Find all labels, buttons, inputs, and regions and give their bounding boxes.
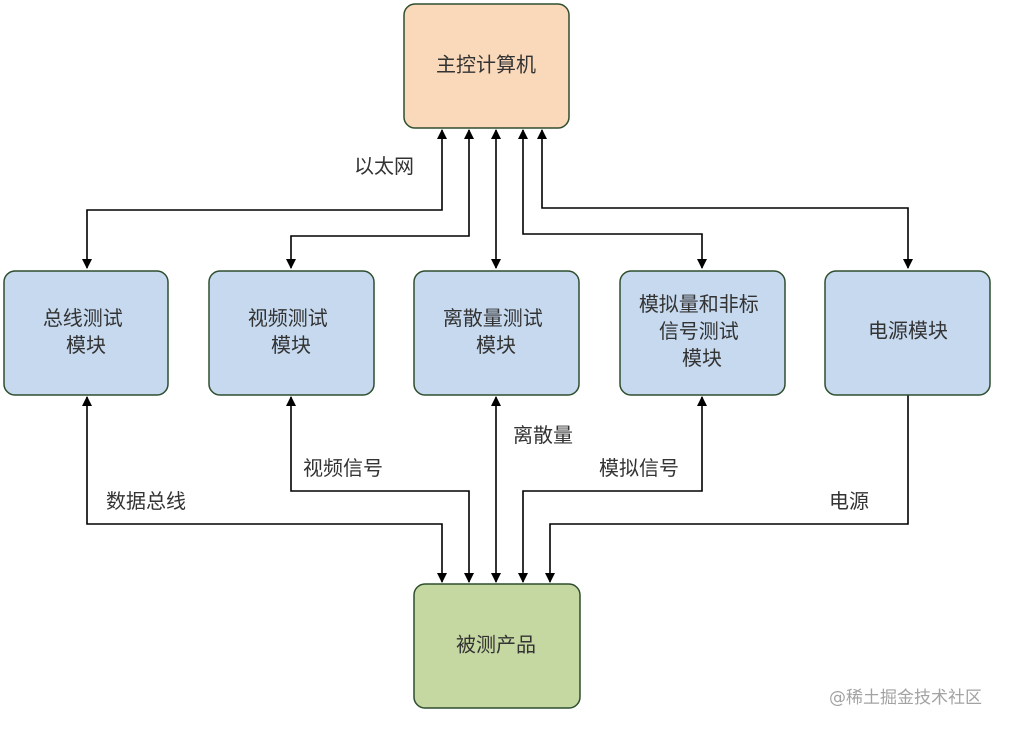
edge-video-dut: [286, 396, 474, 583]
video-module-label: 视频测试 模块: [248, 306, 334, 357]
video-module-label-line-1: 视频测试: [248, 306, 328, 330]
edge-host-video: [286, 129, 474, 269]
edge-label-video-signal: 视频信号: [303, 456, 383, 480]
edge-label-analog-signal: 模拟信号: [599, 456, 679, 480]
edge-label-discrete: 离散量: [513, 423, 573, 447]
edge-analog-dut: [518, 396, 707, 583]
bus-module-label: 总线测试 模块: [43, 306, 129, 357]
dut-box: [413, 583, 581, 709]
bus-module-label-line-2: 模块: [66, 333, 106, 357]
analog-module-box: [619, 270, 786, 396]
video-module-node: 视频测试 模块: [208, 270, 375, 396]
video-module-label-line-2: 模块: [271, 333, 311, 357]
power-module-label: 电源模块: [868, 319, 948, 343]
connectors: [82, 129, 913, 583]
discrete-module-label-line-1: 离散量测试: [443, 306, 543, 330]
power-module-box: [824, 270, 991, 396]
power-module-node: 电源模块: [824, 270, 991, 396]
host-computer-box: [403, 3, 570, 129]
discrete-module-box: [413, 270, 580, 396]
edge-label-data-bus: 数据总线: [106, 489, 186, 513]
analog-module-label: 模拟量和非标 信号测试 模块: [639, 292, 765, 370]
video-module-box: [208, 270, 375, 396]
discrete-module-label: 离散量测试 模块: [443, 306, 549, 357]
bus-module-label-line-1: 总线测试: [43, 306, 123, 330]
dut-label: 被测产品: [456, 633, 536, 657]
edge-host-analog: [518, 129, 707, 269]
edge-power-dut: [545, 395, 909, 583]
host-computer-node: 主控计算机: [403, 3, 570, 129]
dut-node: 被测产品: [413, 583, 581, 709]
watermark: @稀土掘金技术社区: [829, 688, 982, 708]
edge-host-bus: [82, 129, 447, 269]
discrete-module-label-line-2: 模块: [476, 333, 516, 357]
edge-label-ethernet: 以太网: [354, 154, 414, 178]
bus-module-box: [3, 270, 169, 396]
discrete-module-node: 离散量测试 模块: [413, 270, 580, 396]
analog-module-label-line-3: 模块: [682, 346, 722, 370]
host-computer-label: 主控计算机: [436, 53, 536, 77]
analog-module-label-line-2: 信号测试: [659, 319, 739, 343]
bus-module-node: 总线测试 模块: [3, 270, 169, 396]
analog-module-label-line-1: 模拟量和非标: [639, 292, 759, 316]
analog-module-node: 模拟量和非标 信号测试 模块: [619, 270, 786, 396]
edge-host-power: [537, 129, 913, 269]
edge-label-power: 电源: [829, 489, 869, 513]
